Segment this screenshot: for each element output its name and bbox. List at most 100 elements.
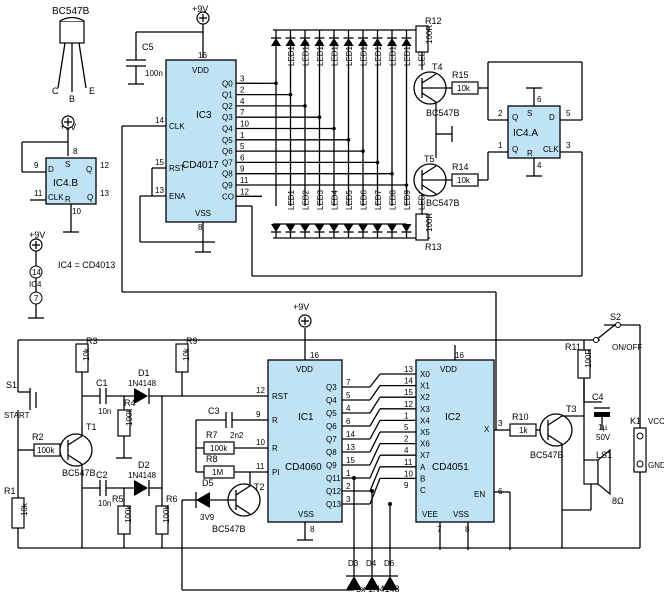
ic3-pins: VDDQ03Q12Q24Q37Q410Q51Q65Q76Q89Q911CO12C…: [155, 66, 262, 218]
ic2-pin-x3: X3: [420, 405, 430, 414]
svg-text:R12: R12: [425, 16, 442, 26]
svg-text:Q: Q: [86, 165, 92, 174]
svg-text:1: 1: [498, 141, 503, 150]
d5-zener-icon: [196, 492, 210, 508]
svg-text:16: 16: [198, 51, 207, 60]
ic1-pin-vdd: VDD: [296, 365, 313, 374]
ic3-pin-clk: CLK: [169, 122, 185, 131]
d4-diode-icon: [364, 576, 380, 590]
led-bottom-icon: [358, 224, 368, 232]
led-top-icon: [387, 38, 397, 46]
svg-text:5: 5: [566, 109, 571, 118]
svg-text:T2: T2: [254, 482, 265, 492]
svg-text:100n: 100n: [145, 69, 163, 78]
d6-diode-icon: [382, 576, 398, 590]
led-bottom-icon: [285, 224, 296, 232]
ic3-pin-q0: Q0: [222, 79, 233, 88]
svg-text:R8: R8: [206, 454, 218, 464]
svg-text:10k: 10k: [457, 84, 471, 93]
ic3-body: [165, 59, 237, 223]
gnd-label: GND: [648, 461, 664, 470]
svg-text:D1: D1: [138, 368, 150, 378]
svg-text:VEE: VEE: [422, 510, 438, 519]
led-top-icon: [358, 38, 368, 46]
svg-text:VSS: VSS: [453, 510, 469, 519]
led-bottom-icon: [343, 224, 354, 232]
svg-text:50V: 50V: [596, 433, 611, 442]
svg-text:8: 8: [73, 147, 78, 156]
ic1-pin-num: 3: [346, 495, 351, 504]
svg-text:1N4148: 1N4148: [128, 471, 157, 480]
ic1-pin-num: 14: [346, 430, 355, 439]
ic1-pin-q12: Q12: [326, 487, 342, 496]
ic2-cd4051: IC2 CD4051 VDD 16 VEE VSS 7 8 EN 6 X 3: [415, 345, 511, 550]
svg-text:3: 3: [566, 141, 571, 150]
ic1-pin-q11: Q11: [326, 474, 341, 483]
svg-text:3V9: 3V9: [200, 513, 215, 522]
svg-text:EN: EN: [474, 490, 485, 499]
led-top-label: LED14: [331, 41, 340, 66]
svg-text:C1: C1: [96, 378, 108, 388]
ic1-pin-num: 13: [346, 443, 355, 452]
ic3-pin-q1: Q1: [222, 91, 233, 100]
svg-text:C5: C5: [142, 42, 154, 52]
svg-text:CLK: CLK: [543, 145, 559, 154]
svg-text:Q: Q: [512, 113, 518, 122]
svg-text:R11: R11: [565, 342, 581, 352]
ic4a-name: IC4.A: [513, 128, 538, 139]
svg-text:BC547B: BC547B: [426, 198, 460, 208]
svg-text:10k: 10k: [20, 502, 29, 516]
ic2-pin-num: 11: [404, 458, 413, 467]
svg-text:R: R: [65, 195, 71, 204]
svg-text:10: 10: [72, 207, 81, 216]
package-title: BC547B: [52, 6, 90, 17]
svg-text:BC547B: BC547B: [530, 450, 564, 460]
svg-text:R6: R6: [166, 494, 178, 504]
ic1-pins: RST12R9R10PI11VSS8VDD16Q37Q45Q54Q66Q714Q…: [256, 351, 355, 534]
ic1-pin-q4: Q4: [326, 396, 337, 405]
svg-text:R3: R3: [86, 336, 98, 346]
svg-text:100R: 100R: [425, 213, 434, 232]
led-top-icon: [401, 38, 412, 46]
ic2-pin-num: 13: [404, 365, 413, 374]
ic1-pin-num: 15: [346, 456, 355, 465]
svg-text:BC547B: BC547B: [426, 108, 460, 118]
led-bottom-label: LED9: [403, 189, 412, 210]
ic4b-name: IC4.B: [53, 178, 78, 189]
led-bottom-label: LED2: [302, 189, 311, 210]
svg-text:8: 8: [198, 223, 203, 232]
ic1-pin-label: PI: [272, 468, 280, 477]
ic1-pin-q5: Q5: [326, 409, 337, 418]
svg-text:2: 2: [498, 109, 503, 118]
svg-text:C3: C3: [208, 406, 220, 416]
led-bottom-label: LED3: [316, 189, 325, 210]
ic3-pin-num: 4: [240, 97, 245, 106]
svg-text:4: 4: [537, 161, 542, 170]
ic2-pin-b: B: [420, 474, 425, 483]
svg-text:10k: 10k: [82, 347, 91, 361]
svg-text:R5: R5: [112, 494, 124, 504]
ic1-pin-num: 2: [346, 482, 351, 491]
led-matrix: LED11LED1LED12LED2LED13LED3LED14LED4LED1…: [262, 30, 427, 238]
pin-e-label: E: [89, 86, 95, 96]
ic3-pin-num: 2: [240, 86, 245, 95]
ic1-pin-q8: Q8: [326, 448, 337, 457]
led-bottom-label: LED5: [345, 189, 354, 210]
ic2-pin-x7: X7: [420, 451, 430, 460]
svg-text:7: 7: [34, 294, 39, 303]
vcc-label: VCC: [648, 417, 664, 426]
ic2-pin-num: 9: [404, 481, 409, 490]
svg-text:10k: 10k: [182, 347, 191, 361]
svg-text:8Ω: 8Ω: [612, 496, 624, 506]
svg-text:X: X: [484, 425, 490, 434]
ic1-pin-q9: Q9: [326, 461, 337, 470]
led-top-icon: [300, 38, 310, 46]
led-top-icon: [372, 38, 383, 46]
pin-b-label: B: [69, 94, 75, 104]
ic3-pin-num: 7: [240, 108, 245, 117]
start-label: START: [4, 411, 30, 420]
t1-transistor-icon: [59, 433, 93, 467]
ic3-pin-rst: RST: [169, 164, 185, 173]
svg-text:D: D: [48, 165, 54, 174]
